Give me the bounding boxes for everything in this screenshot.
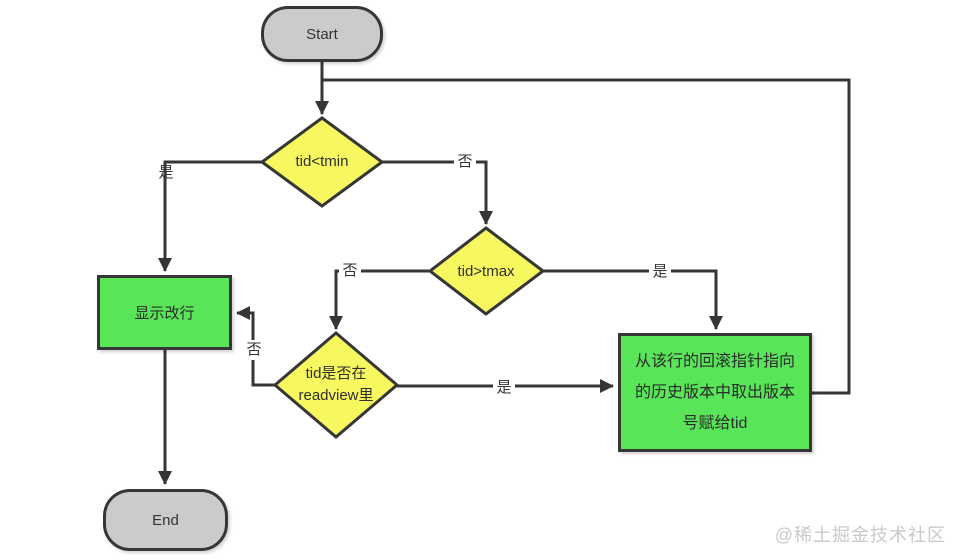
edge-label-d1-yes: 是 (158, 164, 174, 181)
edge-d1-no-to-d2 (382, 160, 493, 225)
edge-label-d1-no: 否 (454, 152, 476, 172)
watermark: @稀土掘金技术社区 (774, 525, 946, 545)
edge-d2-no-to-d3 (329, 269, 430, 330)
edge-d2-yes-to-fetch (543, 269, 723, 330)
process-fetch-version: 从该行的回滚指针指向 的历史版本中取出版本 号赋给tid (618, 333, 812, 452)
end-node: End (103, 489, 228, 551)
edge-label-d2-yes: 是 (649, 262, 671, 282)
edge-label-d3-no: 否 (243, 340, 265, 360)
decision-tid-in-readview-shape (272, 331, 400, 439)
decision-tid-tmax-shape (427, 226, 546, 316)
start-node: Start (261, 6, 383, 62)
process-show-row: 显示改行 (97, 275, 232, 350)
edge-d1-yes-to-show-row (158, 160, 262, 272)
decision-tid-tmin-shape (259, 116, 385, 208)
edge-loop-fetch-to-d1 (322, 78, 851, 395)
edge-label-d3-yes: 是 (493, 378, 515, 398)
edge-label-d2-no: 否 (339, 261, 361, 281)
